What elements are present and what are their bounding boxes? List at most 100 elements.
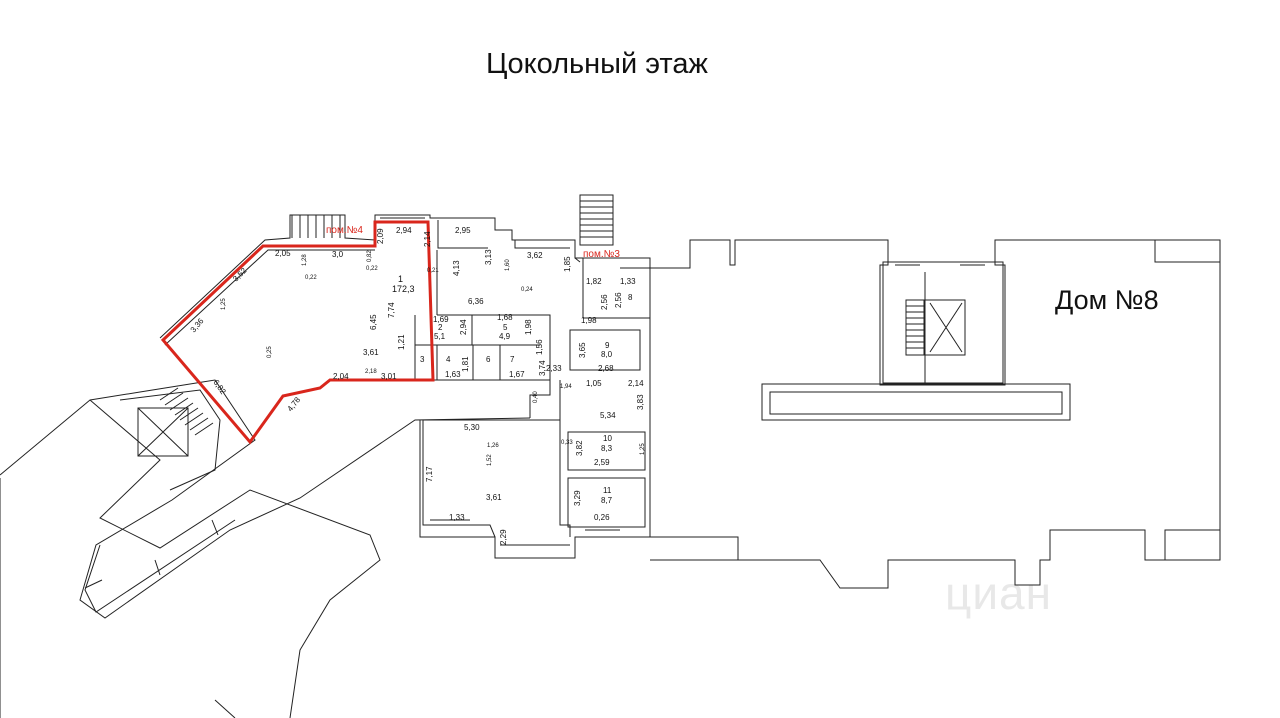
dimension-label: 2,94: [459, 319, 468, 335]
dimension-label: 6,82: [211, 378, 228, 396]
lift-cross: [929, 302, 963, 353]
dimension-label: 1,56: [535, 339, 544, 355]
premise-4-label: пом.№4: [326, 225, 363, 236]
dimension-label: 4,13: [452, 260, 461, 276]
dimension-label: 7,17: [425, 466, 434, 482]
dimension-label: 1,52: [487, 454, 493, 466]
dimension-label: 2,59: [594, 458, 610, 467]
room-area: 8,3: [601, 444, 613, 453]
dimension-label: 2,29: [499, 529, 508, 545]
dimension-label: 3,36: [189, 316, 206, 334]
dimension-label: 1,94: [560, 384, 572, 390]
dimension-label: 1,25: [221, 298, 227, 310]
dimension-label: 3,13: [484, 249, 493, 265]
stair-flight: [579, 194, 614, 246]
wall-outline: [567, 431, 646, 528]
dimension-label: 7,74: [387, 302, 396, 318]
wall-outline: [559, 380, 571, 537]
dimension-label: 0,82: [367, 250, 373, 262]
dimension-label: 3,52: [231, 266, 249, 284]
dimension-label: 3,01: [381, 372, 397, 381]
dimension-label: 2,14: [628, 379, 644, 388]
dimension-label: 3,65: [578, 342, 587, 358]
dimension-label: 2,14: [423, 231, 432, 247]
room-number: 10: [603, 434, 612, 443]
dimension-label: 6,45: [369, 314, 378, 330]
wall-outline: [1154, 240, 1220, 263]
premise-3-label: пом.№3: [583, 249, 620, 260]
dimension-label: 1,81: [461, 356, 470, 372]
premise-4-outline: [160, 220, 435, 445]
dimension-label: 1,60: [505, 259, 511, 271]
wall-outline: [582, 258, 650, 319]
dimension-label: 3,61: [363, 348, 379, 357]
room-number: 9: [605, 341, 610, 350]
dimension-label: 1,98: [524, 319, 533, 335]
dimension-label: 1,25: [640, 443, 646, 455]
stair-flight: [905, 299, 925, 356]
dimension-label: 6,36: [468, 297, 484, 306]
dimension-label: 3,61: [486, 493, 502, 502]
wall-outline: [0, 399, 381, 718]
room-number: 4: [446, 355, 451, 364]
dimension-label: 2,68: [598, 364, 614, 373]
dimension-label: 1,33: [449, 513, 465, 522]
wall-outline: [291, 215, 341, 238]
wall-outline: [436, 250, 551, 418]
dimension-label: 1,33: [620, 277, 636, 286]
wall-outline: [164, 249, 375, 346]
dimension-label: 0,22: [305, 275, 317, 281]
plan-title: Цокольный этаж: [486, 48, 708, 80]
dimension-label: 0,33: [561, 440, 573, 446]
dimension-label: 2,56: [614, 292, 623, 308]
dimension-label: 2,09: [376, 228, 385, 244]
dimension-label: 3,82: [575, 440, 584, 456]
dimension-label: 1,28: [302, 254, 308, 266]
wall-outline: [924, 272, 966, 383]
room-number: 11: [603, 486, 612, 495]
room-number: 7: [510, 355, 515, 364]
wall-outline: [79, 379, 531, 619]
lift-cross: [137, 407, 189, 457]
wall-outline: [84, 519, 236, 613]
dimension-label: 2,94: [396, 226, 412, 235]
dimension-label: 0,22: [366, 266, 378, 272]
dimension-label: 4,78: [285, 395, 302, 413]
dimension-label: 1,21: [397, 334, 406, 350]
room-area: 8,0: [601, 350, 613, 359]
dimension-label: 2,05: [275, 249, 291, 258]
stair-flight: [159, 387, 214, 436]
dimension-label: 2,95: [455, 226, 471, 235]
dimension-label: 0,25: [267, 346, 273, 358]
dimension-label: 1,05: [586, 379, 602, 388]
dimension-label: 2,04: [333, 372, 349, 381]
dimension-label: 1,67: [509, 370, 525, 379]
dimension-label: 3,83: [636, 394, 645, 410]
dimension-label: 3,74: [538, 360, 547, 376]
room-number: 5: [503, 323, 508, 332]
wall-outline: [84, 519, 219, 589]
wall-outline: [380, 217, 488, 249]
wall-outline: [761, 383, 1071, 421]
dimension-label: 2,33: [546, 364, 562, 373]
dimension-label: 0,21: [427, 268, 439, 274]
watermark-logo: циан: [945, 567, 1053, 619]
wall-outline: [422, 419, 560, 538]
wall-outline: [882, 261, 1004, 384]
room-area: 8,7: [601, 496, 613, 505]
dimension-label: 3,29: [573, 490, 582, 506]
room-number: 2: [438, 323, 443, 332]
dimension-label: 2,18: [365, 369, 377, 375]
dimension-label: 1,26: [487, 443, 499, 449]
dimension-label: 0,26: [594, 513, 610, 522]
dimension-label: 2,56: [600, 294, 609, 310]
stair-flight: [580, 200, 613, 238]
wall-outline: [569, 329, 641, 371]
room-area: 172,3: [392, 284, 415, 294]
dimension-label: 1,98: [581, 316, 597, 325]
dimension-label: 5,30: [464, 423, 480, 432]
wall-outline: [214, 699, 236, 718]
wall-outline: [650, 239, 1221, 589]
